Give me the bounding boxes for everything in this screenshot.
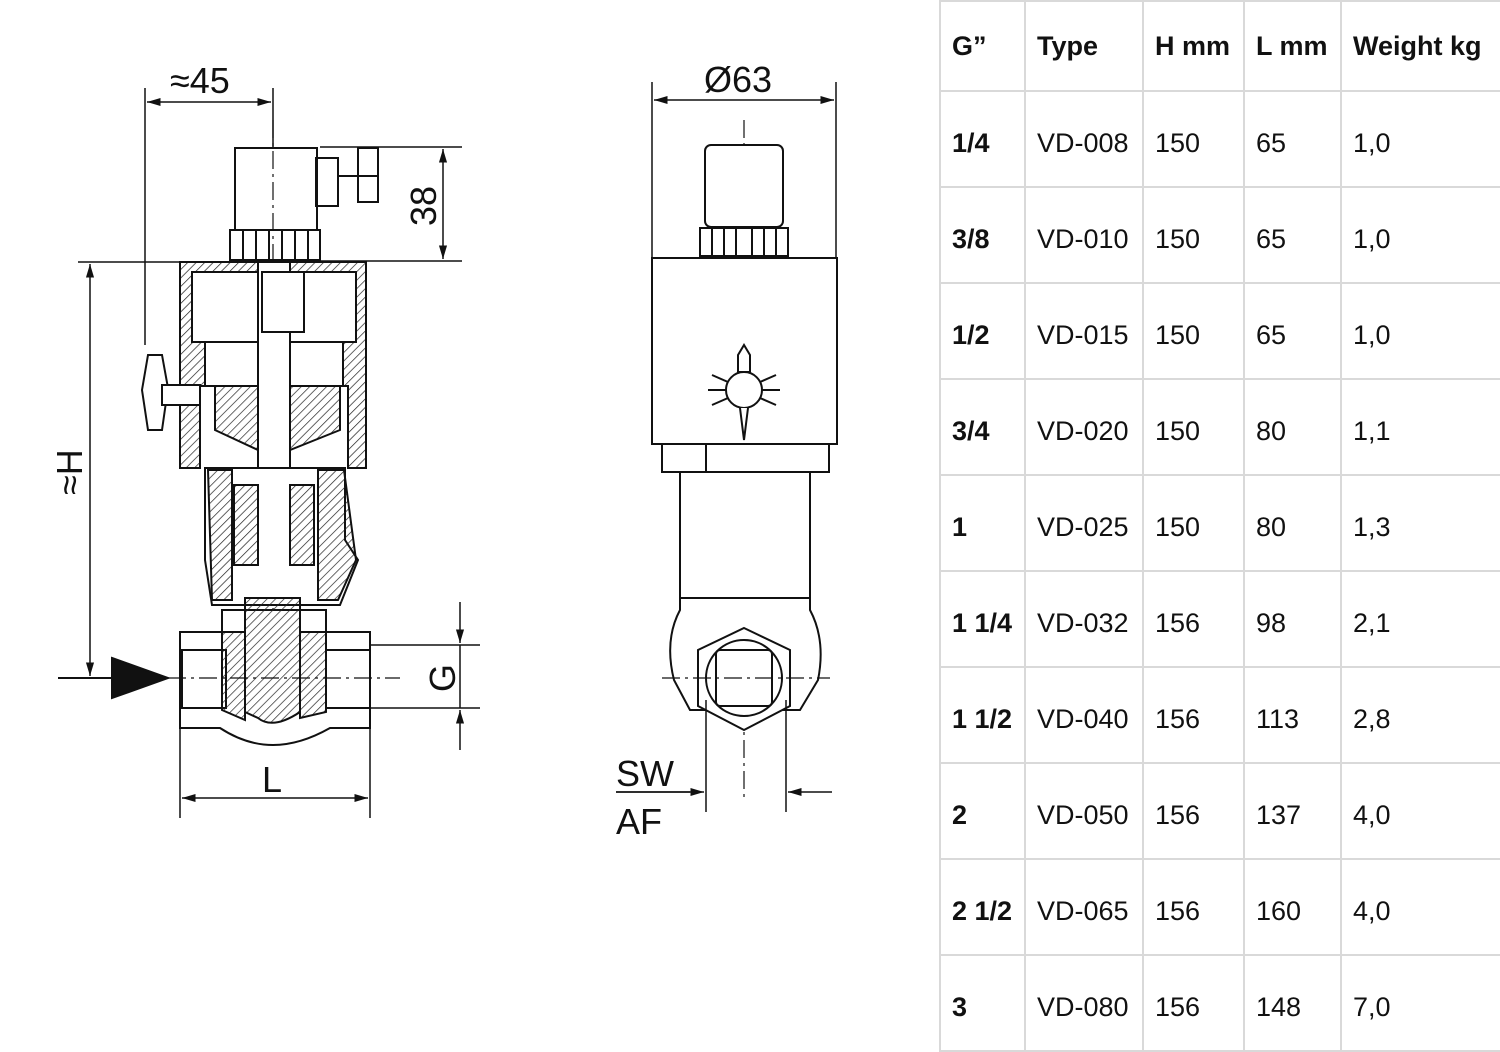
cell-thread-size: 2 1/2 bbox=[939, 858, 1026, 956]
cell-length: 80 bbox=[1243, 378, 1342, 476]
cell-weight: 1,0 bbox=[1340, 90, 1500, 188]
cell-height: 150 bbox=[1142, 378, 1245, 476]
dim-length: L bbox=[262, 759, 282, 800]
cell-type: VD-080 bbox=[1024, 954, 1144, 1052]
table-row: 1 1/2 VD-040 156 113 2,8 bbox=[939, 666, 1500, 764]
cell-height: 156 bbox=[1142, 570, 1245, 668]
cell-type: VD-020 bbox=[1024, 378, 1144, 476]
cell-height: 156 bbox=[1142, 666, 1245, 764]
cell-weight: 2,1 bbox=[1340, 570, 1500, 668]
header-weight: Weight kg bbox=[1340, 0, 1500, 92]
cell-length: 65 bbox=[1243, 282, 1342, 380]
cell-type: VD-040 bbox=[1024, 666, 1144, 764]
table-row: 3/8 VD-010 150 65 1,0 bbox=[939, 186, 1500, 284]
cell-thread-size: 1 bbox=[939, 474, 1026, 572]
cell-weight: 1,0 bbox=[1340, 186, 1500, 284]
cell-thread-size: 1 1/4 bbox=[939, 570, 1026, 668]
table-row: 3 VD-080 156 148 7,0 bbox=[939, 954, 1500, 1052]
technical-drawing: ≈45 38 ≈H G L Ø63 SW AF bbox=[49, 59, 838, 842]
dim-wrench-size-af: AF bbox=[616, 801, 662, 842]
header-height: H mm bbox=[1142, 0, 1245, 92]
dim-overall-height: ≈H bbox=[49, 449, 90, 495]
cell-length: 65 bbox=[1243, 90, 1342, 188]
cell-thread-size: 1/2 bbox=[939, 282, 1026, 380]
cell-weight: 7,0 bbox=[1340, 954, 1500, 1052]
table-row: 1 VD-025 150 80 1,3 bbox=[939, 474, 1500, 572]
cell-weight: 4,0 bbox=[1340, 762, 1500, 860]
section-view bbox=[58, 88, 480, 818]
cell-height: 156 bbox=[1142, 858, 1245, 956]
table-row: 1 1/4 VD-032 156 98 2,1 bbox=[939, 570, 1500, 668]
dim-head-height: 38 bbox=[403, 186, 444, 226]
cell-weight: 1,0 bbox=[1340, 282, 1500, 380]
cell-thread-size: 3 bbox=[939, 954, 1026, 1052]
cell-thread-size: 1 1/2 bbox=[939, 666, 1026, 764]
cell-type: VD-050 bbox=[1024, 762, 1144, 860]
cell-thread-size: 2 bbox=[939, 762, 1026, 860]
cell-length: 113 bbox=[1243, 666, 1342, 764]
spec-table: G” Type H mm L mm Weight kg 1/4 VD-008 1… bbox=[939, 0, 1500, 1052]
dim-thread: G bbox=[422, 664, 463, 692]
cell-thread-size: 3/4 bbox=[939, 378, 1026, 476]
cell-thread-size: 3/8 bbox=[939, 186, 1026, 284]
cell-type: VD-065 bbox=[1024, 858, 1144, 956]
front-view bbox=[616, 82, 838, 812]
cell-type: VD-008 bbox=[1024, 90, 1144, 188]
cell-height: 150 bbox=[1142, 186, 1245, 284]
cell-type: VD-032 bbox=[1024, 570, 1144, 668]
cell-type: VD-025 bbox=[1024, 474, 1144, 572]
dim-diameter: Ø63 bbox=[704, 59, 772, 100]
cell-length: 148 bbox=[1243, 954, 1342, 1052]
dim-wrench-size-sw: SW bbox=[616, 753, 674, 794]
valve-drawing-svg: ≈45 38 ≈H G L Ø63 SW AF bbox=[49, 59, 838, 842]
cell-length: 160 bbox=[1243, 858, 1342, 956]
cell-height: 150 bbox=[1142, 474, 1245, 572]
cell-type: VD-015 bbox=[1024, 282, 1144, 380]
cell-length: 137 bbox=[1243, 762, 1342, 860]
header-type: Type bbox=[1024, 0, 1144, 92]
cell-height: 156 bbox=[1142, 954, 1245, 1052]
cell-height: 150 bbox=[1142, 90, 1245, 188]
table-row: 1/2 VD-015 150 65 1,0 bbox=[939, 282, 1500, 380]
table-row: 2 VD-050 156 137 4,0 bbox=[939, 762, 1500, 860]
header-thread-size: G” bbox=[939, 0, 1026, 92]
cell-length: 80 bbox=[1243, 474, 1342, 572]
cell-length: 98 bbox=[1243, 570, 1342, 668]
table-row: 1/4 VD-008 150 65 1,0 bbox=[939, 90, 1500, 188]
spec-table-container: G” Type H mm L mm Weight kg 1/4 VD-008 1… bbox=[939, 0, 1500, 1052]
cell-weight: 2,8 bbox=[1340, 666, 1500, 764]
cell-weight: 4,0 bbox=[1340, 858, 1500, 956]
cell-weight: 1,1 bbox=[1340, 378, 1500, 476]
cell-height: 150 bbox=[1142, 282, 1245, 380]
cell-type: VD-010 bbox=[1024, 186, 1144, 284]
cell-weight: 1,3 bbox=[1340, 474, 1500, 572]
dim-width-approx: ≈45 bbox=[170, 60, 230, 101]
cell-height: 156 bbox=[1142, 762, 1245, 860]
header-length: L mm bbox=[1243, 0, 1342, 92]
cell-length: 65 bbox=[1243, 186, 1342, 284]
cell-thread-size: 1/4 bbox=[939, 90, 1026, 188]
table-row: 3/4 VD-020 150 80 1,1 bbox=[939, 378, 1500, 476]
table-row: 2 1/2 VD-065 156 160 4,0 bbox=[939, 858, 1500, 956]
table-header-row: G” Type H mm L mm Weight kg bbox=[939, 0, 1500, 92]
